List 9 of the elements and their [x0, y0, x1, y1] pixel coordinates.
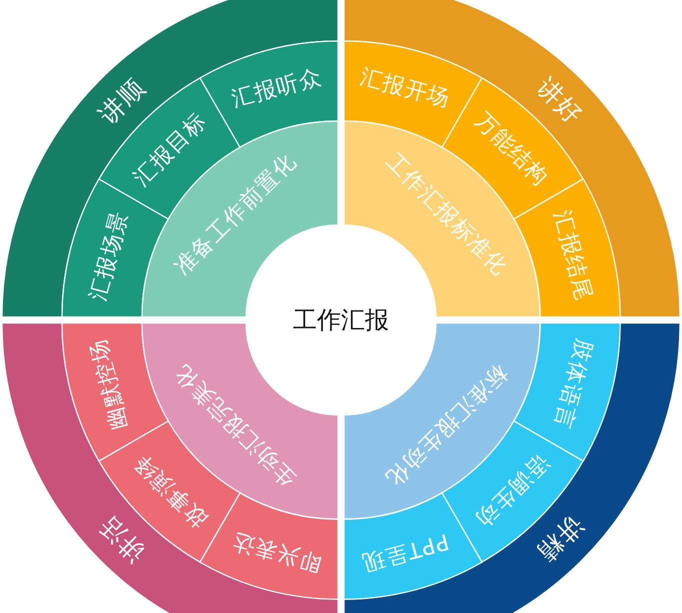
segment-label: 汇报开场	[358, 66, 452, 112]
segment-label: PPT呈现	[359, 528, 451, 574]
segment-label: 汇报场景	[88, 208, 133, 304]
segment-label: 汇报结尾	[549, 208, 594, 304]
segment-label: 汇报听众	[230, 66, 324, 112]
segment-label: 即兴表达	[230, 528, 324, 574]
center-title: 工作汇报	[293, 305, 389, 336]
segment-label: 肢体语言	[549, 336, 594, 432]
segment-label: 幽默控场	[88, 336, 133, 432]
